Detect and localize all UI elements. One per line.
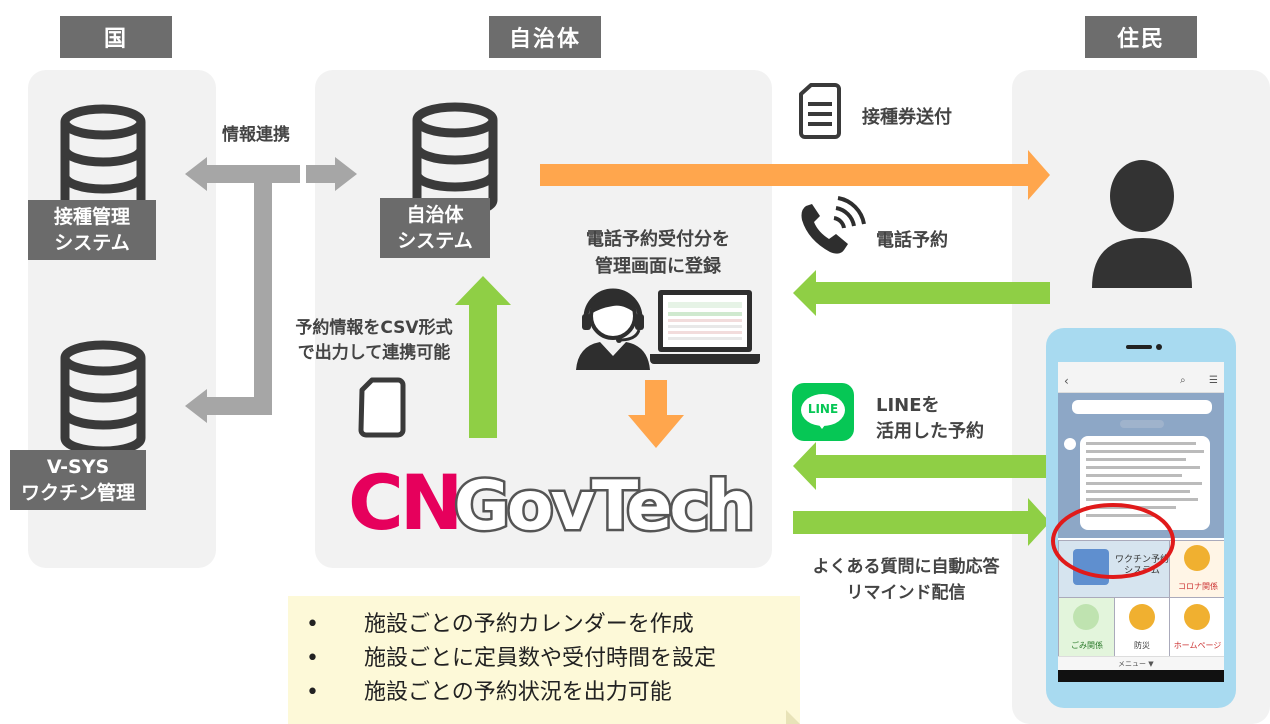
phone-speaker bbox=[1126, 345, 1152, 349]
green-arrow-up bbox=[455, 276, 511, 438]
list-item: •施設ごとの予約状況を出力可能 bbox=[306, 680, 672, 705]
line-logo-text: LINE bbox=[807, 402, 839, 416]
gray-arrow-to-vsys bbox=[185, 389, 272, 423]
person-icon bbox=[1092, 160, 1192, 288]
rich-menu-bar[interactable]: メニュー ▼ bbox=[1058, 656, 1224, 671]
info-link-label: 情報連携 bbox=[222, 125, 290, 145]
line-logo-icon: LINE bbox=[792, 383, 854, 441]
orange-arrow-ticket bbox=[540, 150, 1050, 200]
document-icon bbox=[799, 83, 841, 139]
file-icon bbox=[358, 377, 406, 438]
csv-export-label: 予約情報をCSV形式 で出力して連携可能 bbox=[295, 318, 453, 363]
green-arrow-phone bbox=[793, 270, 1050, 316]
phone-call-icon bbox=[801, 196, 866, 254]
header-resident: 住民 bbox=[1085, 16, 1197, 58]
ticket-label: 接種券送付 bbox=[862, 107, 952, 128]
phone-reservation-label: 電話予約 bbox=[876, 230, 948, 251]
auto-response-label: よくある質問に自動応答 リマインド配信 bbox=[812, 557, 1000, 603]
operator-icon bbox=[576, 288, 650, 370]
rich-menu-tile-bousai[interactable]: 防災 bbox=[1114, 597, 1170, 657]
note-fold bbox=[786, 710, 800, 724]
header-country: 国 bbox=[60, 16, 172, 58]
header-municipality: 自治体 bbox=[489, 16, 601, 58]
logo-govtech: GovTech bbox=[454, 467, 752, 546]
logo-cn: CN bbox=[348, 458, 459, 547]
search-icon[interactable]: ⌕ bbox=[1180, 375, 1186, 386]
rich-menu-tile-corona[interactable]: コロナ関係 bbox=[1169, 540, 1224, 598]
cn-govtech-logo: CN GovTech bbox=[348, 458, 758, 549]
feature-sticky-note: •施設ごとの予約カレンダーを作成 •施設ごとに定員数や受付時間を設定 •施設ごと… bbox=[288, 596, 800, 724]
feature-list: •施設ごとの予約カレンダーを作成 •施設ごとに定員数や受付時間を設定 •施設ごと… bbox=[306, 608, 716, 710]
list-item: •施設ごとの予約カレンダーを作成 bbox=[306, 612, 694, 637]
android-nav-bar bbox=[1058, 670, 1224, 682]
rich-menu-tile-gomi[interactable]: ごみ関係 bbox=[1058, 597, 1115, 657]
phone-registration-label: 電話予約受付分を 管理画面に登録 bbox=[586, 229, 730, 277]
highlight-circle bbox=[1051, 503, 1175, 579]
list-item: •施設ごとに定員数や受付時間を設定 bbox=[306, 646, 717, 671]
back-icon[interactable]: ‹ bbox=[1064, 374, 1069, 388]
gray-vertical-connector bbox=[254, 183, 272, 415]
line-reservation-label: LINEを 活用した予約 bbox=[876, 395, 984, 442]
smartphone-mockup: ‹ ⌕ ☰ ワクチン予約 システム コロナ関係 bbox=[1046, 328, 1236, 708]
orange-arrow-down bbox=[628, 380, 684, 448]
phone-screen: ‹ ⌕ ☰ ワクチン予約 システム コロナ関係 bbox=[1058, 362, 1224, 682]
database-icon bbox=[60, 340, 146, 456]
menu-icon[interactable]: ☰ bbox=[1209, 375, 1218, 386]
db-label-municipality-system: 自治体 システム bbox=[380, 198, 490, 258]
rich-menu-tile-home[interactable]: ホームページ bbox=[1169, 597, 1224, 657]
db-label-vaccination-system: 接種管理 システム bbox=[28, 200, 156, 260]
laptop-icon bbox=[650, 290, 760, 364]
db-label-vsys: V-SYS ワクチン管理 bbox=[10, 450, 146, 510]
gray-double-arrow bbox=[185, 157, 357, 191]
green-arrow-auto bbox=[793, 498, 1050, 546]
green-arrow-line bbox=[793, 442, 1050, 490]
